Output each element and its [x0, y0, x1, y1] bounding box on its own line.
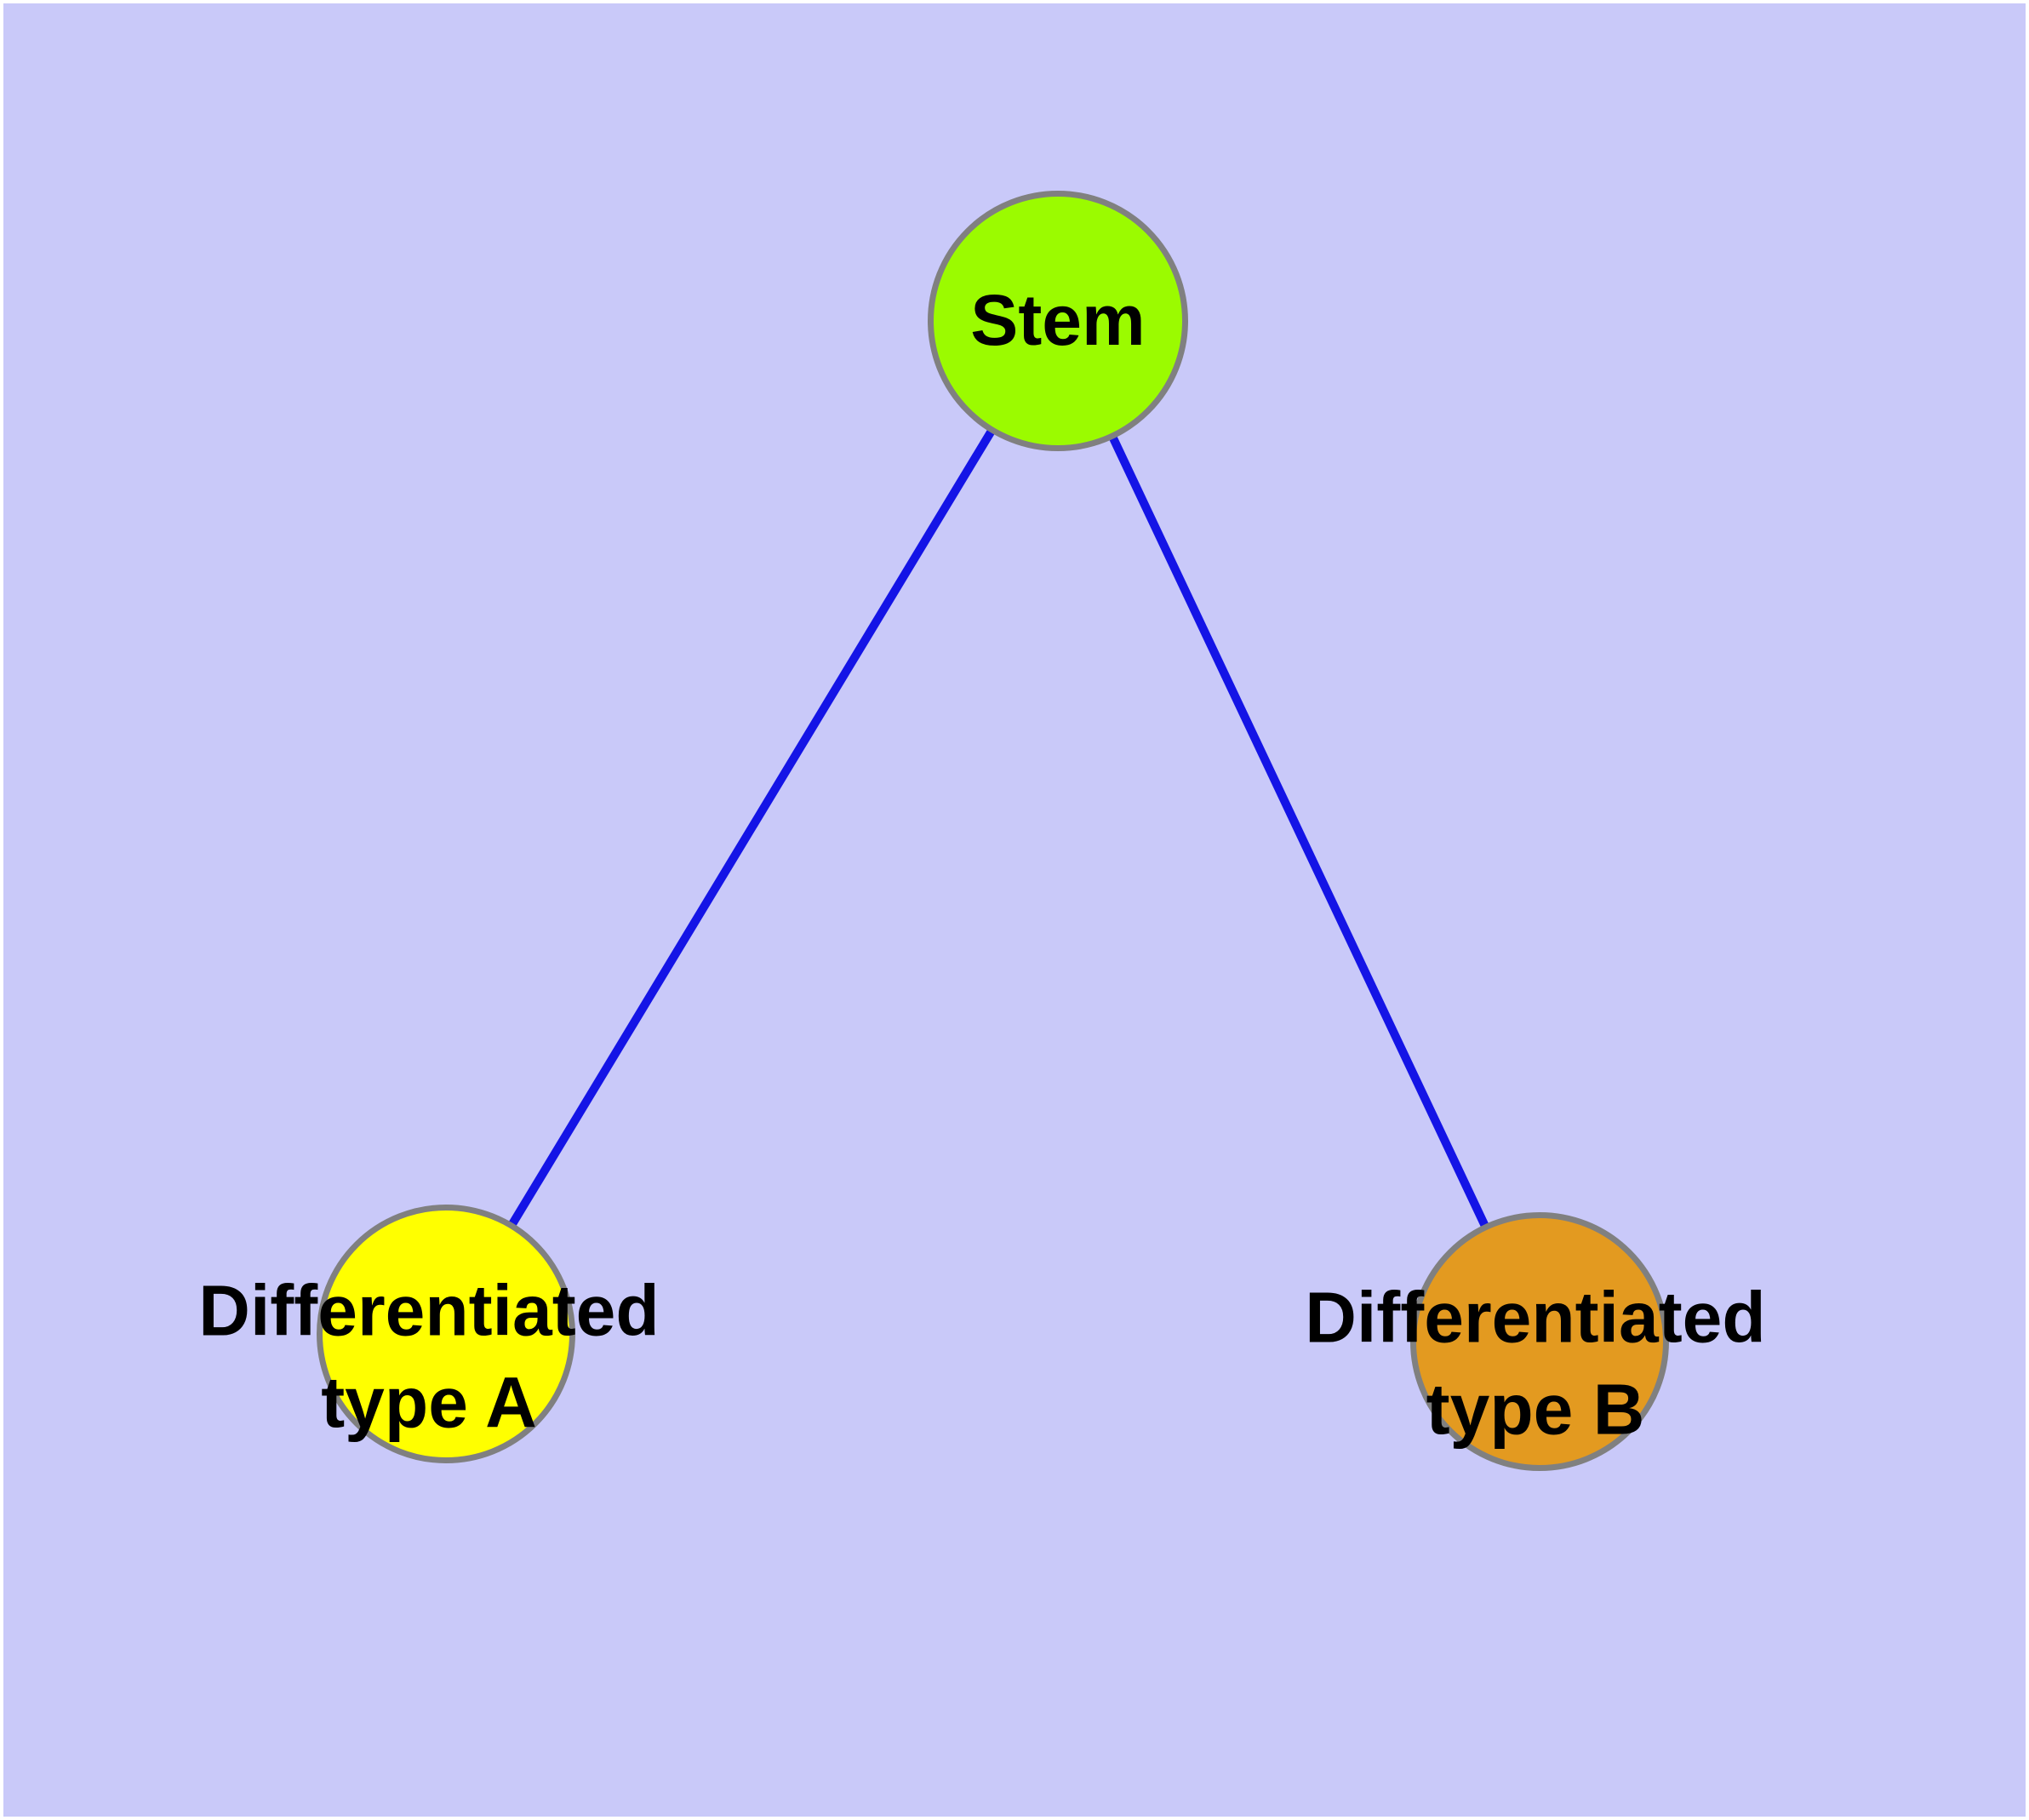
node-label-stem: Stem: [970, 280, 1146, 361]
node-label-differentiated-type-b: Differentiated type B: [1305, 1277, 1766, 1449]
node-differentiated-type-b: [1410, 1212, 1669, 1471]
node-stem: [928, 191, 1188, 451]
node-differentiated-type-a: [317, 1205, 575, 1463]
edge-stem-to-differentiated-type-b: [1054, 318, 1544, 1344]
edge-stem-to-differentiated-type-a: [442, 318, 1062, 1336]
node-label-differentiated-type-a: Differentiated type A: [198, 1270, 660, 1442]
edge-layer: [442, 318, 1544, 1344]
